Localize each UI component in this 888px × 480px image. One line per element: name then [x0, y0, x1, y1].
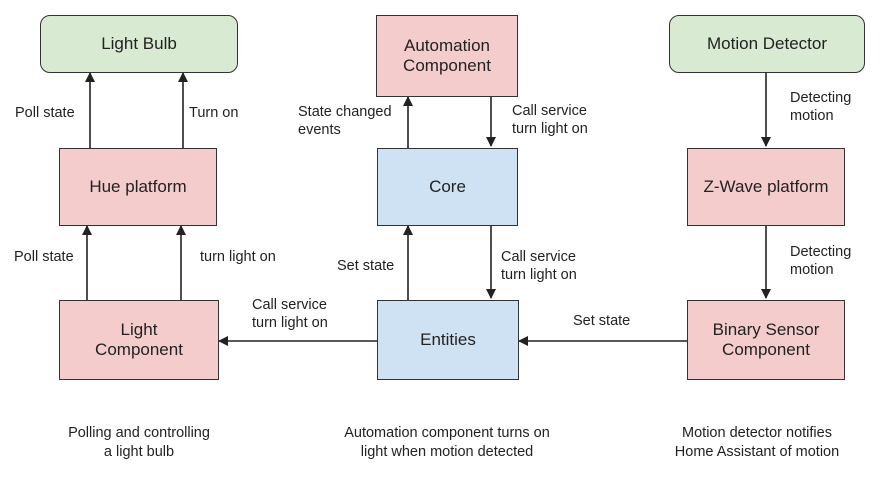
edge-label-light-turn-light-on: turn light on	[200, 249, 276, 265]
automation-component-box: Automation Component	[376, 15, 518, 97]
binary-sensor-component-box: Binary Sensor Component	[687, 300, 845, 380]
edge-label-light-poll-state: Poll state	[14, 249, 74, 265]
core-box: Core	[377, 148, 518, 226]
edge-label-state-changed-events: State changed events	[298, 104, 392, 139]
caption-left: Polling and controlling a light bulb	[68, 425, 210, 460]
edge-label-set-state-core: Set state	[337, 258, 395, 274]
edge-label-binary-set-state: Set state	[573, 313, 631, 329]
edge-label-automation-call-service: Call service turn light on	[512, 103, 588, 138]
edge-label-hue-poll-state: Poll state	[15, 105, 75, 121]
entities-box: Entities	[377, 300, 519, 380]
caption-middle: Automation component turns on light when…	[344, 425, 550, 460]
edge-label-motion-detecting: Detecting motion	[790, 90, 852, 125]
motion-detector-box: Motion Detector	[669, 15, 865, 73]
edge-label-entities-call-service: Call service turn light on	[252, 297, 328, 332]
light-component-box: Light Component	[59, 300, 219, 380]
edge-label-hue-turn-on: Turn on	[189, 105, 239, 121]
hue-platform-box: Hue platform	[59, 148, 217, 226]
caption-right: Motion detector notifies Home Assistant …	[674, 425, 840, 460]
zwave-platform-box: Z-Wave platform	[687, 148, 845, 226]
edge-label-zwave-detecting: Detecting motion	[790, 244, 852, 279]
light-bulb-box: Light Bulb	[40, 15, 238, 73]
edge-label-core-call-service: Call service turn light on	[501, 249, 577, 284]
